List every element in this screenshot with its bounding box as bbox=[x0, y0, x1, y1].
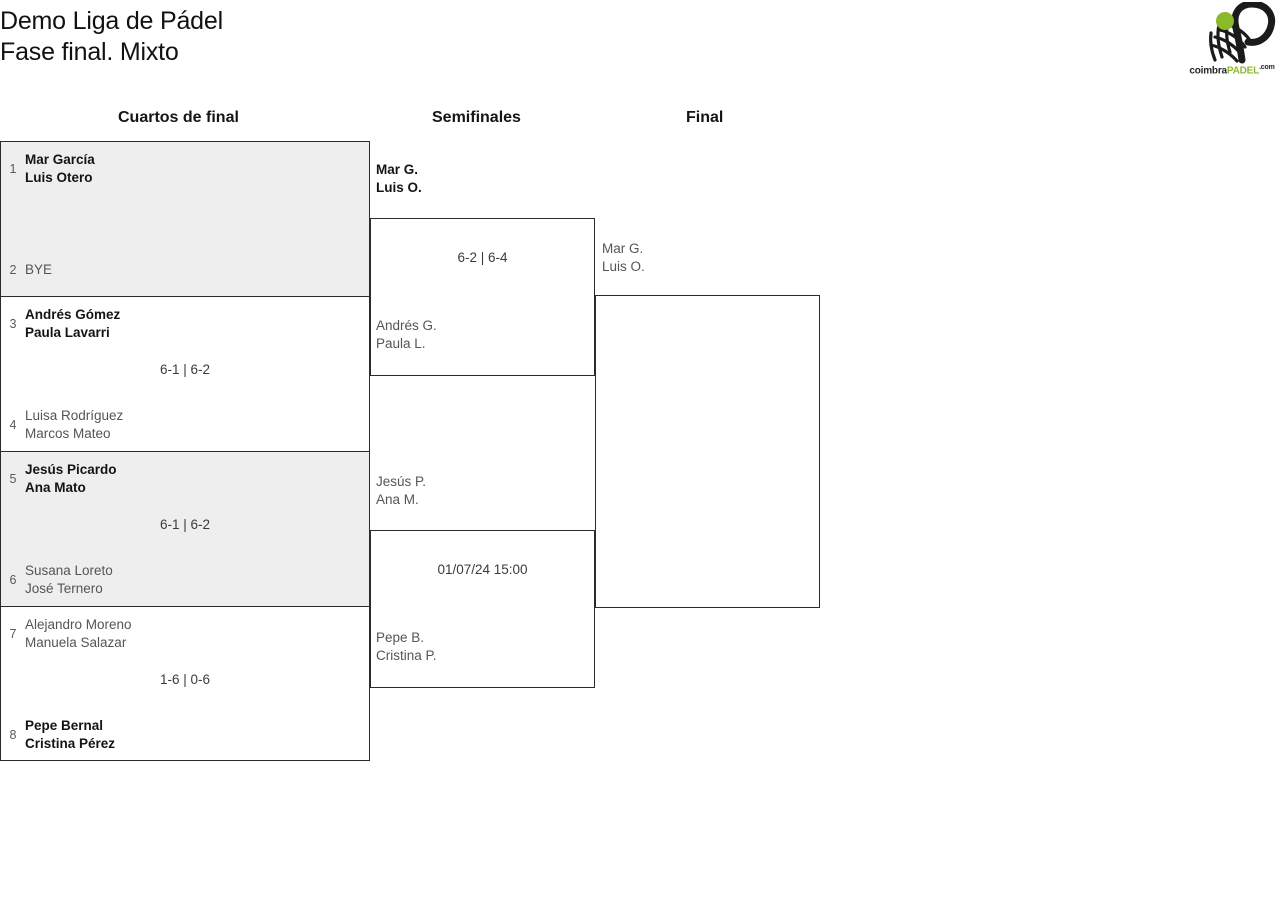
match-qf-2-score: 6-1 | 6-2 bbox=[159, 362, 211, 377]
player-name-1: Andrés Gómez bbox=[25, 307, 121, 322]
match-qf-2-slot-top[interactable]: 3 Andrés Gómez Paula Lavarri bbox=[1, 302, 369, 346]
seed-number: 6 bbox=[9, 572, 17, 587]
match-sf-1[interactable]: 6-2 | 6-4 bbox=[370, 218, 595, 376]
page-title: Demo Liga de Pádel Fase final. Mixto bbox=[0, 6, 223, 68]
match-sf-1-team-top[interactable]: Mar G. Luis O. bbox=[376, 161, 422, 197]
match-final[interactable] bbox=[595, 295, 820, 608]
match-qf-1-slot-bottom[interactable]: 2 BYE bbox=[1, 248, 369, 292]
match-qf-3-slot-top[interactable]: 5 Jesús Picardo Ana Mato bbox=[1, 457, 369, 501]
match-sf-2-scheduled-time: 01/07/24 15:00 bbox=[437, 562, 528, 577]
page-title-line-2: Fase final. Mixto bbox=[0, 38, 179, 66]
team-names: Luisa Rodríguez Marcos Mateo bbox=[25, 407, 123, 443]
match-qf-4-score: 1-6 | 0-6 bbox=[159, 672, 211, 687]
logo-text-coimbra: coimbra bbox=[1189, 65, 1227, 77]
team-names: Mar García Luis Otero bbox=[25, 151, 95, 187]
match-sf-2-team-top[interactable]: Jesús P. Ana M. bbox=[376, 473, 426, 509]
seed-number: 1 bbox=[9, 161, 17, 176]
round-header-semifinals: Semifinales bbox=[432, 109, 521, 126]
team-names: Susana Loreto José Ternero bbox=[25, 562, 113, 598]
match-sf-2-team-bottom[interactable]: Pepe B. Cristina P. bbox=[376, 629, 437, 665]
team-names: Jesús Picardo Ana Mato bbox=[25, 461, 117, 497]
seed-number: 7 bbox=[9, 626, 17, 641]
round-header-final: Final bbox=[686, 109, 724, 126]
match-qf-1[interactable]: 1 Mar García Luis Otero 2 BYE bbox=[0, 141, 370, 296]
seed-number: 3 bbox=[9, 316, 17, 331]
player-name-1: Mar García bbox=[25, 152, 95, 167]
match-qf-4[interactable]: 7 Alejandro Moreno Manuela Salazar 1-6 |… bbox=[0, 606, 370, 761]
player-name-1: Pepe B. bbox=[376, 630, 425, 645]
player-name-2: José Ternero bbox=[25, 581, 103, 596]
player-name-2: Marcos Mateo bbox=[25, 426, 111, 441]
match-qf-1-slot-top[interactable]: 1 Mar García Luis Otero bbox=[1, 147, 369, 191]
player-name-1: Mar G. bbox=[602, 241, 644, 256]
match-qf-2-slot-bottom[interactable]: 4 Luisa Rodríguez Marcos Mateo bbox=[1, 403, 369, 447]
logo-text-padel: PADEL bbox=[1226, 65, 1260, 77]
team-names: Pepe Bernal Cristina Pérez bbox=[25, 717, 115, 753]
padel-racket-icon bbox=[1209, 2, 1276, 64]
player-name-1: Susana Loreto bbox=[25, 563, 113, 578]
match-qf-2[interactable]: 3 Andrés Gómez Paula Lavarri 6-1 | 6-2 4… bbox=[0, 296, 370, 451]
team-names: BYE bbox=[25, 261, 52, 279]
match-sf-1-score: 6-2 | 6-4 bbox=[457, 250, 508, 265]
player-name-2: Cristina P. bbox=[376, 648, 437, 663]
ball-icon bbox=[1216, 12, 1234, 30]
player-name-1: Jesús P. bbox=[376, 474, 427, 489]
match-sf-2[interactable]: 01/07/24 15:00 bbox=[370, 530, 595, 688]
player-name-2: Luis O. bbox=[602, 259, 645, 274]
match-qf-3[interactable]: 5 Jesús Picardo Ana Mato 6-1 | 6-2 6 Sus… bbox=[0, 451, 370, 606]
page-title-line-1: Demo Liga de Pádel bbox=[0, 7, 223, 35]
logo-text-com: .com bbox=[1259, 64, 1275, 71]
quarterfinals-column: 1 Mar García Luis Otero 2 BYE bbox=[0, 141, 370, 761]
player-name-2: Cristina Pérez bbox=[25, 736, 116, 751]
coimbrapadel-logo: coimbraPADEL.com bbox=[1184, 2, 1280, 82]
player-name-1: Alejandro Moreno bbox=[25, 617, 132, 632]
match-qf-3-slot-bottom[interactable]: 6 Susana Loreto José Ternero bbox=[1, 558, 369, 602]
seed-number: 4 bbox=[9, 417, 17, 432]
logo-wordmark: coimbraPADEL.com bbox=[1184, 64, 1280, 76]
player-name-1: Mar G. bbox=[376, 162, 419, 177]
player-name-2: Manuela Salazar bbox=[25, 635, 127, 650]
player-name-2: Luis O. bbox=[376, 180, 422, 195]
team-names: Andrés Gómez Paula Lavarri bbox=[25, 306, 120, 342]
match-final-team-top[interactable]: Mar G. Luis O. bbox=[602, 240, 645, 276]
seed-number: 2 bbox=[9, 262, 17, 277]
match-qf-3-score: 6-1 | 6-2 bbox=[159, 517, 211, 532]
player-name-2: Paula Lavarri bbox=[25, 325, 110, 340]
player-name-1: Luisa Rodríguez bbox=[25, 408, 124, 423]
round-header-quarterfinals: Cuartos de final bbox=[118, 109, 239, 126]
match-qf-4-slot-top[interactable]: 7 Alejandro Moreno Manuela Salazar bbox=[1, 612, 369, 656]
match-sf-1-team-bottom[interactable]: Andrés G. Paula L. bbox=[376, 317, 437, 353]
player-name-2: Luis Otero bbox=[25, 170, 93, 185]
team-names: Alejandro Moreno Manuela Salazar bbox=[25, 616, 132, 652]
match-qf-4-slot-bottom[interactable]: 8 Pepe Bernal Cristina Pérez bbox=[1, 713, 369, 757]
player-name-2: Paula L. bbox=[376, 336, 426, 351]
seed-number: 8 bbox=[9, 727, 17, 742]
player-name-2: Ana Mato bbox=[25, 480, 86, 495]
player-name-1: Jesús Picardo bbox=[25, 462, 117, 477]
player-name-2: Ana M. bbox=[376, 492, 419, 507]
player-name-1: Andrés G. bbox=[376, 318, 437, 333]
player-name-1: BYE bbox=[25, 262, 53, 277]
player-name-1: Pepe Bernal bbox=[25, 718, 104, 733]
seed-number: 5 bbox=[9, 471, 17, 486]
